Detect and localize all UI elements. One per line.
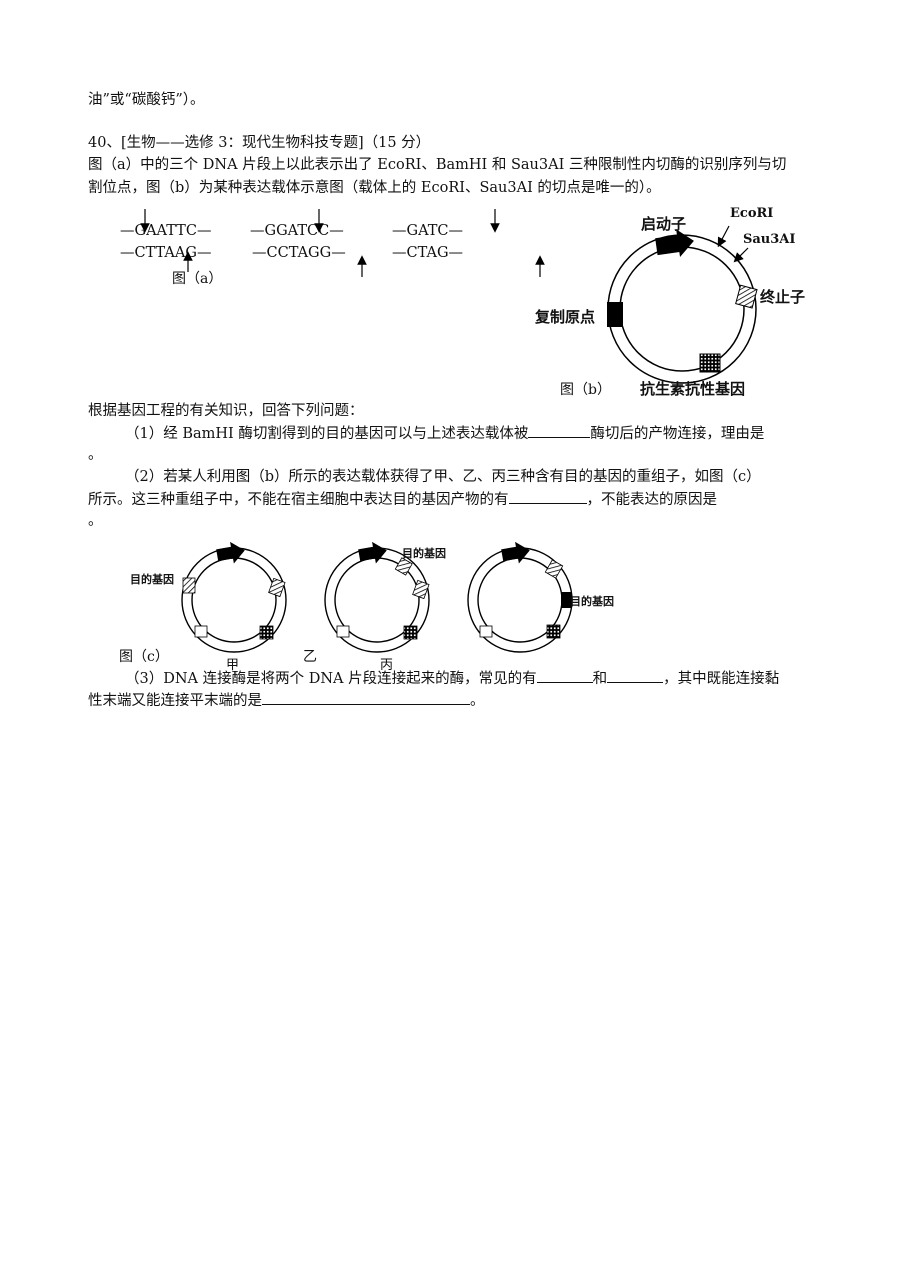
q3-blank-2[interactable]	[607, 668, 664, 683]
q2-text-c: ，不能表达的原因是	[586, 492, 718, 508]
q3-blank-1[interactable]	[536, 668, 593, 683]
origin-label: 复制原点	[535, 308, 596, 326]
q2-text-b: 所示。这三种重组子中，不能在宿主细胞中表达目的基因产物的有	[88, 492, 509, 508]
question-title: 40、[生物——选修 3：现代生物科技专题]（15 分）	[88, 135, 431, 151]
q3-text-d: 性末端又能连接平末端的是	[88, 693, 262, 709]
plasmid-bing	[467, 541, 573, 653]
plasmid-yi	[324, 541, 430, 653]
ecori-label: EcoRI	[730, 206, 774, 221]
gene-label-yi: 目的基因	[402, 547, 446, 560]
sau3ai-label: Sau3AI	[743, 232, 796, 247]
q1-line: （1）经 BamHI 酶切割得到的目的基因可以与上述表达载体被 酶切后的产物连接，…	[125, 423, 764, 444]
q3-line-1: （3）DNA 连接酶是将两个 DNA 片段连接起来的酶，常见的有 和 ，其中既能连接…	[125, 668, 779, 689]
resistance-label: 抗生素抗性基因	[640, 380, 746, 398]
q3-line-2: 性末端又能连接平末端的是 。	[88, 690, 485, 711]
terminator-block	[735, 284, 758, 309]
terminator-label: 终止子	[760, 288, 806, 306]
bamhi-seq-bottom: —CCTAGG—	[252, 245, 346, 261]
ask-line: 根据基因工程的有关知识，回答下列问题：	[88, 403, 364, 419]
gene-label-bing: 目的基因	[570, 595, 614, 608]
origin-block	[607, 302, 623, 327]
q3-text-a: （3）DNA 连接酶是将两个 DNA 片段连接起来的酶，常见的有	[125, 671, 537, 687]
plasmid-jia	[181, 541, 287, 653]
q3-blank-3[interactable]	[262, 690, 470, 705]
q1-text-b: 酶切后的产物连接，理由是	[590, 426, 765, 442]
fig-c-caption: 图（c）	[119, 649, 169, 665]
plasmid-b	[607, 225, 758, 384]
promoter-arrow-icon	[655, 229, 694, 258]
sau3ai-site-arrow-icon	[733, 247, 749, 263]
q2-blank-1[interactable]	[508, 489, 587, 504]
q3-text-c: ，其中既能连接黏	[663, 671, 780, 687]
q1-end: 。	[88, 447, 103, 463]
q1-text-a: （1）经 BamHI 酶切割得到的目的基因可以与上述表达载体被	[125, 426, 529, 442]
promoter-label: 启动子	[641, 215, 687, 233]
fig-a-caption: 图（a）	[172, 271, 223, 287]
intro-line-2: 割位点，图（b）为某种表达载体示意图（载体上的 EcoRI、Sau3AI 的切点…	[88, 180, 661, 196]
q2-line-1: （2）若某人利用图（b）所示的表达载体获得了甲、乙、丙三种含有目的基因的重组子，…	[125, 469, 761, 485]
sau3ai-seq-bottom: —CTAG—	[392, 245, 464, 261]
label-bing: 丙	[380, 658, 394, 673]
resistance-block	[699, 353, 721, 373]
q3-text-end: 。	[470, 693, 485, 709]
label-yi: 乙	[303, 649, 317, 665]
q1-blank-1[interactable]	[528, 423, 591, 438]
q2-line-2: 所示。这三种重组子中，不能在宿主细胞中表达目的基因产物的有 ，不能表达的原因是	[88, 489, 717, 510]
q2-end: 。	[88, 513, 103, 529]
label-jia: 甲	[226, 658, 240, 673]
fig-a-arrows	[140, 209, 545, 277]
intro-line-1: 图（a）中的三个 DNA 片段上以此表示出了 EcoRI、BamHI 和 Sau…	[88, 157, 787, 173]
fig-b-caption: 图（b）	[560, 382, 611, 398]
q3-text-b: 和	[592, 671, 608, 687]
sau3ai-seq-top: —GATC—	[392, 223, 464, 239]
gene-label-jia: 目的基因	[130, 573, 174, 586]
ecori-site-arrow-icon	[717, 225, 730, 248]
text-line-prev: 油”或“碳酸钙”）。	[88, 92, 205, 108]
